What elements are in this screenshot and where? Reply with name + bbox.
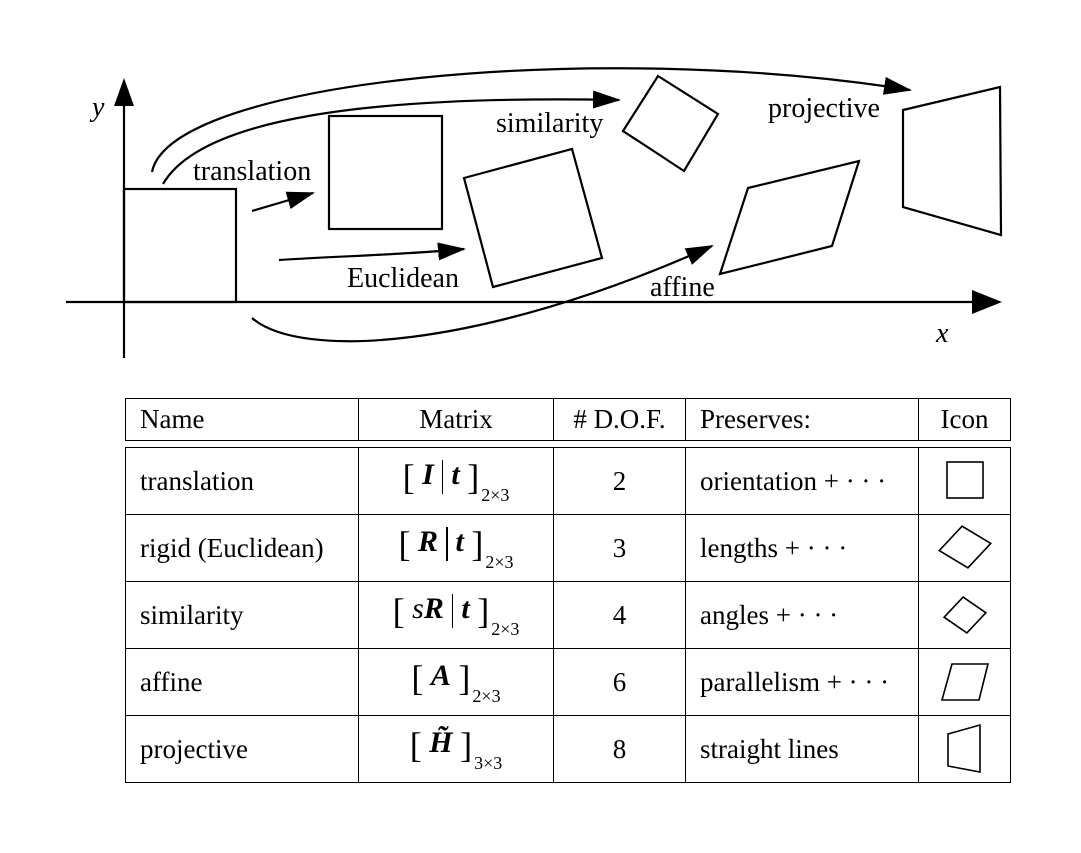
row-dof: 8 xyxy=(553,715,686,783)
matrix-main: R xyxy=(423,591,444,625)
header-preserves: Preserves: xyxy=(685,398,919,441)
row-icon-cell xyxy=(918,715,1011,783)
projective-trapezoid xyxy=(901,85,1003,237)
parallelogram-icon xyxy=(940,663,989,701)
matrix-size: 2×3 xyxy=(472,686,501,707)
row-name: affine xyxy=(125,648,359,716)
similarity-arrow xyxy=(162,90,621,185)
table-row: projective [ H̃ ]3×3 8 straight lines xyxy=(125,715,1011,783)
y-axis-label: y xyxy=(89,92,105,123)
matrix-size: 2×3 xyxy=(491,619,520,640)
matrix-second: t xyxy=(451,457,460,491)
row-dof: 2 xyxy=(553,447,686,515)
small-rotated-square-icon xyxy=(942,596,987,634)
row-matrix: [ A ]2×3 xyxy=(358,648,554,716)
matrix-size: 2×3 xyxy=(481,485,510,506)
header-dof: # D.O.F. xyxy=(553,398,686,441)
row-matrix: [ H̃ ]3×3 xyxy=(358,715,554,783)
header-icon: Icon xyxy=(918,398,1011,441)
row-name: similarity xyxy=(125,581,359,649)
row-icon-cell xyxy=(918,514,1011,582)
row-preserves: parallelism + · · · xyxy=(685,648,919,716)
header-name: Name xyxy=(125,398,359,441)
translated-square xyxy=(327,114,444,231)
transformations-table: Name Matrix # D.O.F. Preserves: Icon tra… xyxy=(125,398,1011,783)
affine-label: affine xyxy=(650,272,715,303)
row-dof: 3 xyxy=(553,514,686,582)
row-preserves: angles + · · · xyxy=(685,581,919,649)
rotated-square-icon xyxy=(937,525,992,569)
table-row: affine [ A ]2×3 6 parallelism + · · · xyxy=(125,648,1011,716)
row-preserves: straight lines xyxy=(685,715,919,783)
affine-arrow xyxy=(251,244,714,343)
row-icon-cell xyxy=(918,447,1011,515)
row-icon-cell xyxy=(918,581,1011,649)
trapezoid-icon xyxy=(946,723,981,773)
matrix-size: 3×3 xyxy=(474,753,503,774)
row-name: projective xyxy=(125,715,359,783)
matrix-second: t xyxy=(461,591,470,625)
original-square xyxy=(122,187,238,304)
euclidean-square xyxy=(462,147,604,289)
euclidean-arrow xyxy=(278,242,466,262)
affine-parallelogram xyxy=(718,159,861,276)
matrix-main: H̃ xyxy=(429,725,453,759)
row-name: translation xyxy=(125,447,359,515)
translation-label: translation xyxy=(193,156,311,187)
transformations-diagram: y x translation Euclidean similarity aff… xyxy=(66,67,1003,358)
row-preserves: orientation + · · · xyxy=(685,447,919,515)
projective-label: projective xyxy=(768,93,880,124)
square-icon xyxy=(945,461,984,499)
row-dof: 4 xyxy=(553,581,686,649)
euclidean-label: Euclidean xyxy=(347,263,459,294)
x-axis-label: x xyxy=(935,318,949,349)
table-spacer xyxy=(125,440,1011,448)
projective-arrow xyxy=(150,67,912,173)
similarity-label: similarity xyxy=(496,108,603,139)
row-preserves: lengths + · · · xyxy=(685,514,919,582)
matrix-main: A xyxy=(430,658,451,692)
matrix-scalar: s xyxy=(412,591,424,625)
matrix-main: I xyxy=(422,457,434,491)
row-name: rigid (Euclidean) xyxy=(125,514,359,582)
translation-arrow xyxy=(251,191,315,213)
header-matrix: Matrix xyxy=(358,398,554,441)
similarity-square xyxy=(621,74,720,173)
matrix-main: R xyxy=(417,524,438,558)
row-dof: 6 xyxy=(553,648,686,716)
matrix-size: 2×3 xyxy=(485,552,514,573)
matrix-second: t xyxy=(455,524,464,558)
table-header-row: Name Matrix # D.O.F. Preserves: Icon xyxy=(125,398,1011,441)
row-icon-cell xyxy=(918,648,1011,716)
